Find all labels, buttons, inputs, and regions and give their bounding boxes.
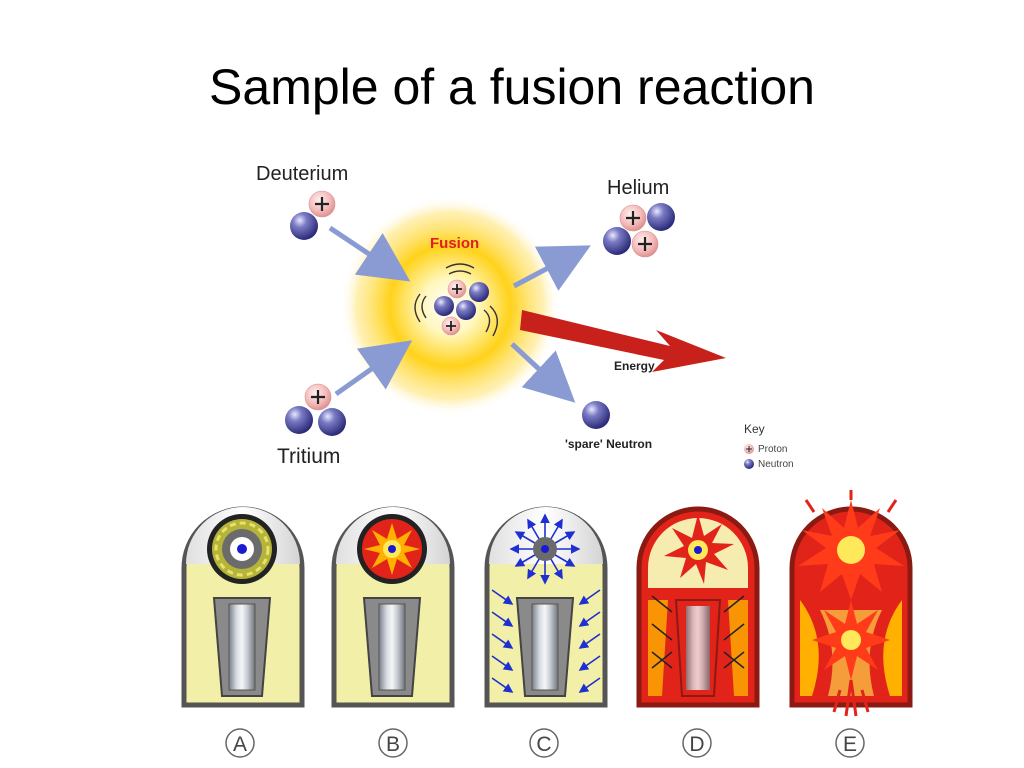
deuterium-arrow [328,225,411,282]
stage-b-casing [331,506,455,708]
stage-e-casing [789,490,913,717]
fusion-label: Fusion [430,235,479,252]
deuterium-label: Deuterium [256,163,348,185]
energy-label: Energy [614,359,655,373]
key-proton-label: Proton [758,444,787,455]
stage-label-d: D [682,728,712,758]
neutron-icon [744,459,754,469]
reaction-diagram: Deuterium Tritium Fusion Helium Energy [256,163,794,470]
helium-arrow [512,245,591,291]
tritium-label: Tritium [277,445,340,468]
fusion-neutron-icon [456,300,476,320]
svg-text:E: E [843,733,857,756]
spare-neutron-icon [582,401,610,429]
tritium-proton-icon [303,382,333,412]
bomb-stages: A B C D E [181,490,913,758]
energy-arrow [520,310,726,372]
stage-a-casing [181,506,305,708]
stage-label-a: A [225,728,255,758]
fusion-neutron-icon [434,296,454,316]
fusion-proton-icon [447,279,467,299]
fusion-proton-icon [441,316,461,336]
helium-neutron-icon [603,227,631,255]
stage-label-c: C [529,728,559,758]
tritium-neutron-icon [318,408,346,436]
tritium-neutron-icon [285,406,313,434]
deuterium-neutron-icon [290,212,318,240]
spare-neutron-label: 'spare' Neutron [565,437,652,451]
svg-text:A: A [233,733,247,756]
stage-label-b: B [378,728,408,758]
fusion-nucleus [414,263,498,337]
stage-label-e: E [835,728,865,758]
key-title: Key [744,422,765,436]
stage-d-casing [636,506,760,708]
helium-proton-icon [618,203,648,233]
key-neutron-label: Neutron [758,459,794,470]
fusion-neutron-icon [469,282,489,302]
slide-title: Sample of a fusion reaction [209,59,815,115]
helium-proton-icon [630,229,660,259]
svg-text:C: C [536,733,551,756]
neutron-arrow [510,342,576,403]
helium-neutron-icon [647,203,675,231]
deuterium-proton-icon [307,189,337,219]
tritium-arrow [334,340,413,397]
stage-c-casing [484,506,608,708]
svg-text:B: B [386,733,400,756]
key-legend: Key Proton Neutron [744,422,794,470]
svg-text:D: D [689,733,704,756]
helium-label: Helium [607,177,669,199]
